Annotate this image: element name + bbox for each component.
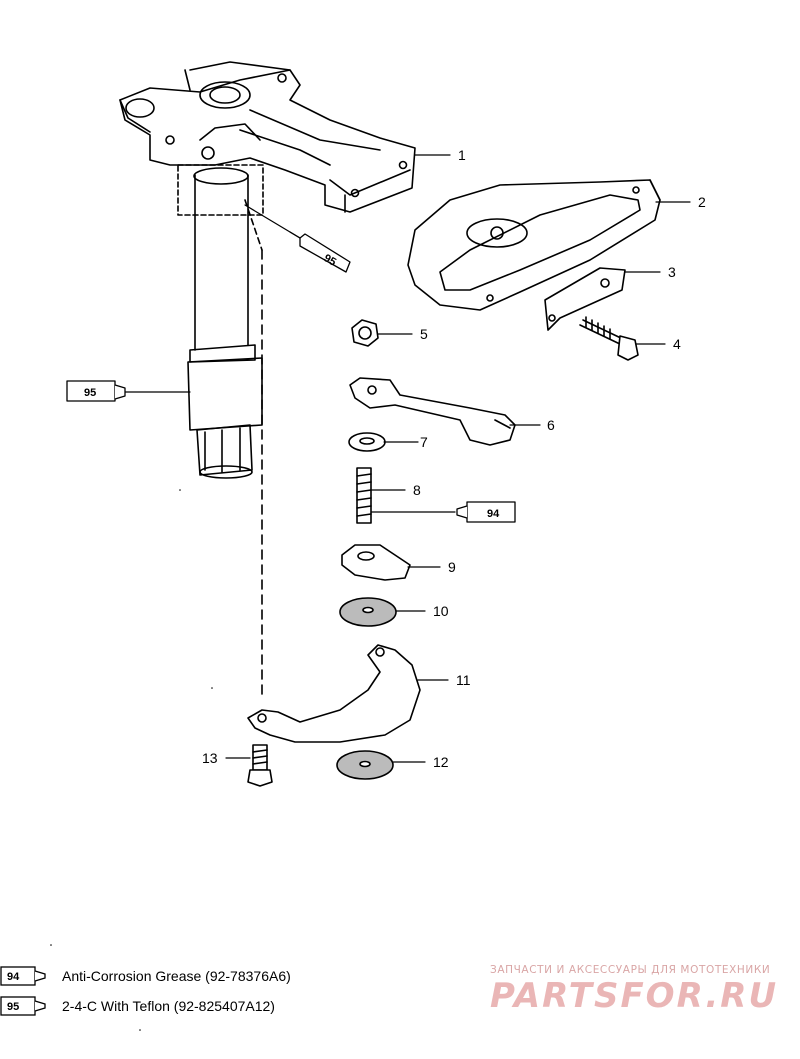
callout-3: 3 [668, 264, 676, 280]
callout-6: 6 [547, 417, 555, 433]
callout-7: 7 [420, 434, 428, 450]
legend-text-94: Anti-Corrosion Grease (92-78376A6) [62, 968, 291, 984]
callout-4: 4 [673, 336, 681, 352]
tube-95-shaft [66, 380, 126, 402]
callout-8: 8 [413, 482, 421, 498]
part-9-plate [341, 544, 411, 581]
specks [50, 489, 213, 1031]
part-3-bracket [544, 267, 626, 331]
watermark-tagline: ЗАПЧАСТИ И АКСЕССУАРЫ ДЛЯ МОТОТЕХНИКИ [490, 964, 771, 976]
callout-9: 9 [448, 559, 456, 575]
tube-label-steering-arm: 95 [322, 252, 339, 269]
watermark-logo: PARTSFOR.RU [490, 976, 779, 1016]
tube-95-steering-arm [289, 231, 351, 273]
part-7-washer [348, 432, 386, 452]
part-5-nut [351, 319, 379, 347]
tube-label-shaft: 95 [84, 387, 96, 399]
tube-icon-95: 95 [0, 996, 46, 1016]
part-1-steering-arm [119, 61, 416, 213]
tube-icon-94: 94 [0, 966, 46, 986]
steering-shaft [177, 164, 264, 701]
callout-12: 12 [433, 754, 449, 770]
tube-94-stud [456, 501, 516, 523]
part-8-stud [356, 467, 372, 524]
callout-13: 13 [202, 750, 218, 766]
callout-10: 10 [433, 603, 449, 619]
legend-text-95: 2-4-C With Teflon (92-825407A12) [62, 998, 275, 1014]
part-10-pad [339, 597, 397, 627]
callout-5: 5 [420, 326, 428, 342]
callout-11: 11 [456, 672, 471, 688]
part-11-arm [247, 644, 421, 743]
callout-1: 1 [458, 147, 466, 163]
part-2-cover [407, 179, 661, 311]
legend-row-95: 95 2-4-C With Teflon (92-825407A12) [0, 996, 275, 1016]
legend-code-94: 94 [7, 971, 20, 983]
part-13-screw [247, 744, 273, 787]
part-6-clip [349, 377, 516, 446]
legend-row-94: 94 Anti-Corrosion Grease (92-78376A6) [0, 966, 291, 986]
part-4-bolt [579, 316, 639, 361]
tube-label-stud: 94 [487, 508, 500, 520]
legend-code-95: 95 [7, 1001, 19, 1013]
callout-2: 2 [698, 194, 706, 210]
part-12-pad [336, 750, 394, 780]
